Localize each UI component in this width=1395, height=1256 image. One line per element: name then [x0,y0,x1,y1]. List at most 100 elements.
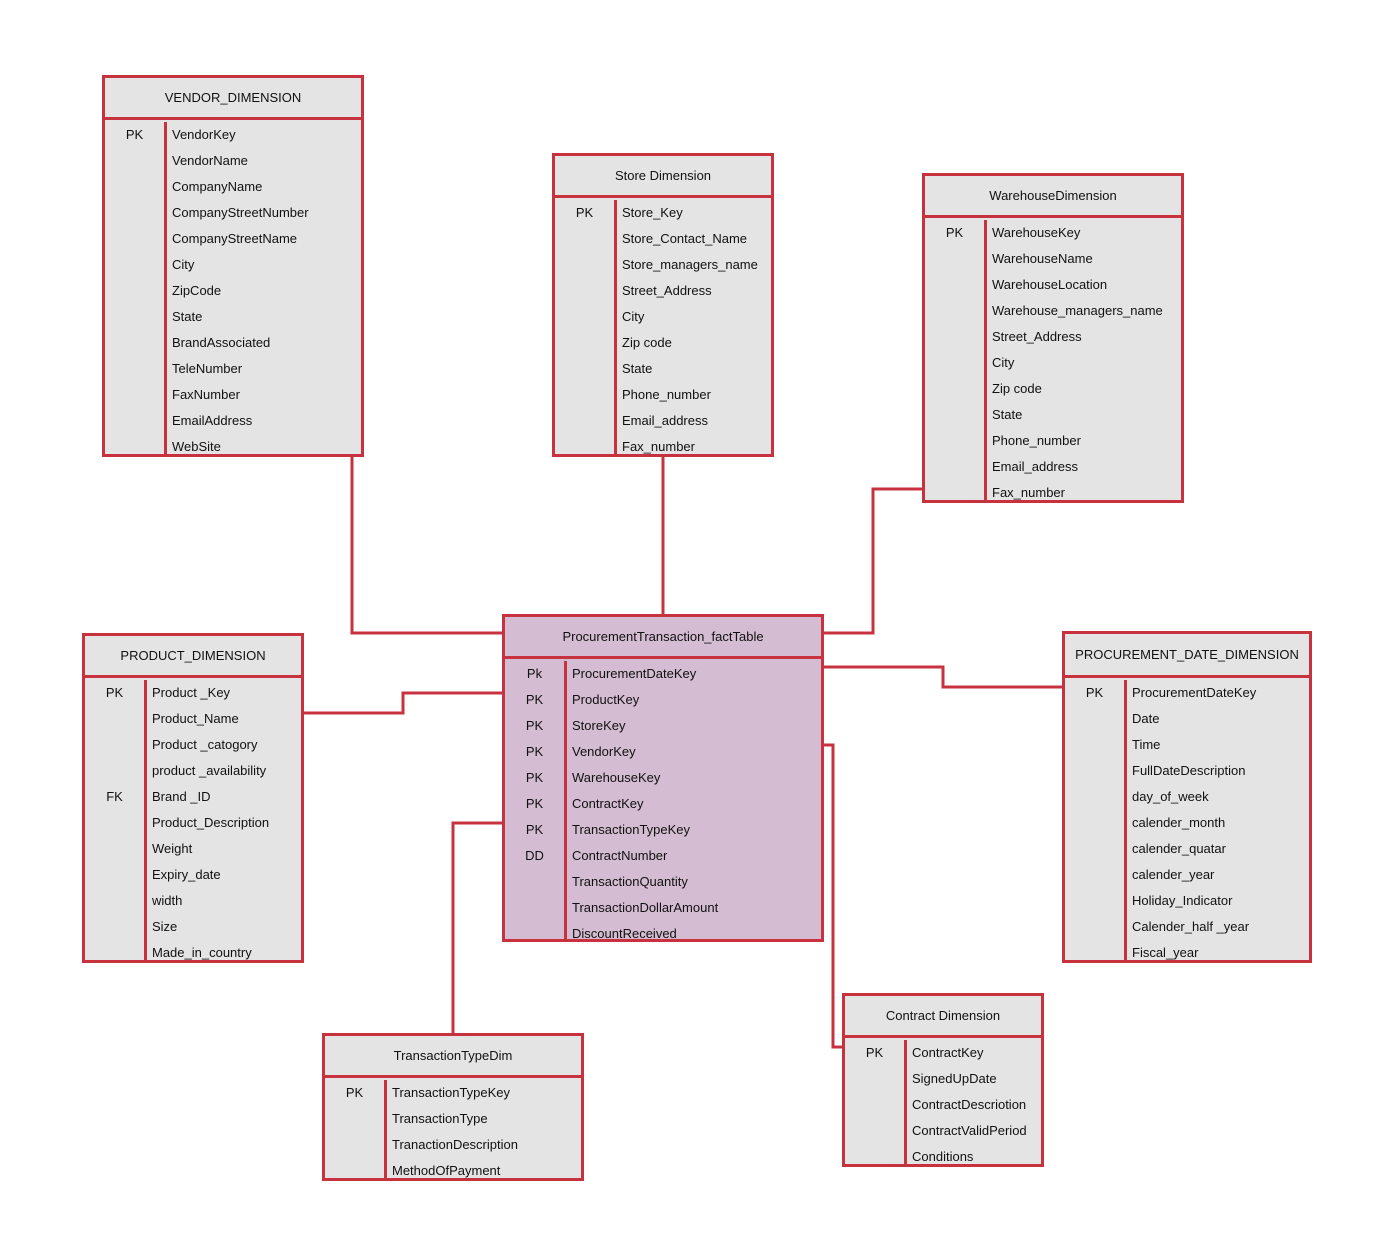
field-name: EmailAddress [172,413,253,428]
field-name: WarehouseLocation [992,277,1108,292]
key-cell [105,382,164,408]
key-cell [555,408,614,434]
connector-contract-fact [823,743,843,1049]
key-cell [105,434,164,460]
field-name: Brand _ID [152,789,211,804]
key-cell [925,376,984,402]
field-name: Size [152,919,178,934]
key-cell [105,356,164,382]
field-name: MethodOfPayment [392,1163,501,1178]
key-cell: Pk [526,666,543,681]
field-name: Made_in_country [152,945,252,960]
key-cell [105,408,164,434]
field-name: TranactionDescription [392,1137,518,1152]
key-cell [85,940,144,966]
key-cell [925,298,984,324]
field-name: TransactionQuantity [572,874,688,889]
field-column: VendorKey VendorName CompanyName Company… [167,122,361,460]
field-name: Email_address [622,413,708,428]
key-cell [325,1132,384,1158]
field-column: ContractKey SignedUpDate ContractDescrio… [907,1040,1041,1170]
key-cell [105,304,164,330]
field-name: calender_quatar [1132,841,1226,856]
key-cell [105,226,164,252]
field-name: Product _catogory [152,737,258,752]
key-cell: PK [575,205,594,220]
field-name: CompanyStreetNumber [172,205,309,220]
key-cell: FK [106,789,123,804]
key-cell [555,434,614,460]
field-name: City [992,355,1015,370]
product-dimension-table: PRODUCT_DIMENSION PK FK Product _Key Pro… [82,633,304,963]
field-name: TeleNumber [172,361,243,376]
key-cell [85,810,144,836]
field-name: ZipCode [172,283,222,298]
fact-table: ProcurementTransaction_factTable Pk PK P… [502,614,824,942]
field-name: WarehouseKey [572,770,661,785]
key-cell [105,174,164,200]
table-title: ProcurementTransaction_factTable [505,617,821,659]
field-name: Weight [152,841,193,856]
key-cell [555,304,614,330]
key-column: PK [325,1080,387,1181]
field-name: Time [1132,737,1161,752]
connector-transtype-fact [451,821,503,1035]
key-cell [85,836,144,862]
field-name: Date [1132,711,1160,726]
key-cell [85,758,144,784]
field-name: TransactionDollarAmount [572,900,719,915]
key-cell [1065,810,1124,836]
key-cell: PK [345,1085,364,1100]
key-cell [555,278,614,304]
field-name: FullDateDescription [1132,763,1246,778]
field-name: Phone_number [622,387,711,402]
key-cell [1065,862,1124,888]
field-name: Store_Contact_Name [622,231,748,246]
field-name: TransactionTypeKey [392,1085,511,1100]
key-cell [105,200,164,226]
key-cell [85,914,144,940]
table-title: VENDOR_DIMENSION [105,78,361,120]
field-column: Store_Key Store_Contact_Name Store_manag… [617,200,771,460]
key-cell [1065,758,1124,784]
key-cell: PK [525,822,544,837]
table-title: WarehouseDimension [925,176,1181,218]
field-name: Holiday_Indicator [1132,893,1233,908]
field-name: TransactionTypeKey [572,822,691,837]
contract-dimension-table: Contract Dimension PK ContractKey Signed… [842,993,1044,1167]
field-name: WarehouseName [992,251,1093,266]
transaction-type-dimension-table: TransactionTypeDim PK TransactionTypeKey… [322,1033,584,1181]
field-name: FaxNumber [172,387,240,402]
connector-product-fact [303,691,503,715]
key-cell [1065,732,1124,758]
field-name: Conditions [912,1149,974,1164]
connector-date-fact [823,665,1063,689]
key-cell [105,252,164,278]
key-cell [925,246,984,272]
key-cell [325,1158,384,1184]
field-name: StoreKey [572,718,626,733]
field-name: WarehouseKey [992,225,1081,240]
key-cell [505,869,564,895]
key-cell [325,1106,384,1132]
field-name: Email_address [992,459,1078,474]
field-name: City [172,257,195,272]
key-cell [105,278,164,304]
field-name: Store_Key [622,205,683,220]
key-column: PK [845,1040,907,1167]
field-name: Fiscal_year [1132,945,1199,960]
field-name: CompanyStreetName [172,231,297,246]
table-title: PRODUCT_DIMENSION [85,636,301,678]
key-column: PK [105,122,167,457]
key-cell [85,862,144,888]
table-title: Contract Dimension [845,996,1041,1038]
key-cell [555,252,614,278]
key-cell [505,921,564,947]
key-cell [85,732,144,758]
field-column: WarehouseKey WarehouseName WarehouseLoca… [987,220,1181,506]
field-name: VendorName [172,153,248,168]
key-cell [85,888,144,914]
key-cell [1065,888,1124,914]
key-cell [555,382,614,408]
key-cell: PK [525,718,544,733]
